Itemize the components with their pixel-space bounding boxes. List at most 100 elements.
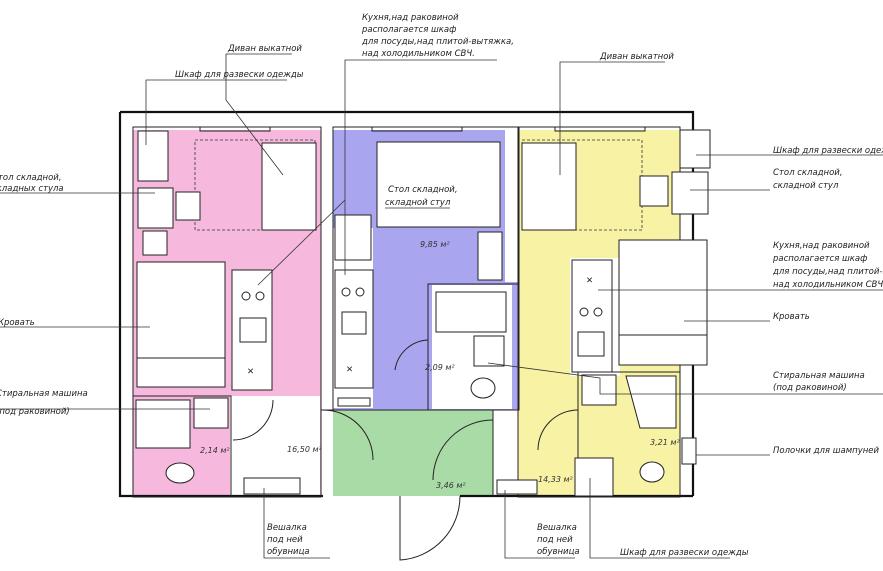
- left-hob-1: [241, 291, 251, 301]
- label-right-table-1: Стол складной,: [773, 168, 843, 178]
- leader-hanger-1: [263, 488, 330, 559]
- left-table: [137, 187, 174, 229]
- middle-washer: [473, 335, 505, 367]
- svg-text:для посуды,над плитой-вытяжка,: для посуды,над плитой-вытяжка,: [772, 267, 883, 277]
- right-table: [671, 171, 709, 215]
- label-left-table-1: Стол складной,: [0, 173, 62, 183]
- leader-middle-kitchen: [344, 59, 497, 275]
- svg-text:обувница: обувница: [537, 547, 580, 557]
- left-bed: [136, 261, 226, 388]
- leader-left-kitchen: [257, 199, 346, 286]
- middle-door-arc: [394, 339, 429, 371]
- middle-sink: [341, 311, 367, 335]
- entry-door: [399, 495, 461, 561]
- area-middle-bath: 2,09 м²: [425, 363, 455, 372]
- right-sofa: [521, 142, 577, 231]
- right-wardrobe: [679, 129, 711, 169]
- left-shoe-rack: [243, 477, 301, 495]
- middle-kitchen: [334, 269, 374, 389]
- middle-fridge-x: ✕: [346, 365, 353, 375]
- right-chair: [639, 175, 669, 207]
- middle-chest: [477, 231, 503, 281]
- middle-radiator: [337, 397, 371, 407]
- outer-wall-top: [120, 110, 695, 496]
- right-shoe-rack: [496, 479, 538, 495]
- leader-left-wardrobe: [145, 79, 287, 145]
- left-chair: [175, 191, 201, 221]
- hall-fill: [333, 410, 493, 496]
- right-toilet: [639, 461, 665, 483]
- left-wardrobe: [137, 130, 169, 182]
- label-right-table-2: складной стул: [773, 181, 839, 191]
- right-door-arc: [537, 409, 579, 451]
- label-middle-table-1: Стол складной,: [388, 185, 458, 195]
- leader-left-sofa: [225, 53, 292, 176]
- label-right-washer-1: Стиральная машина: [773, 371, 865, 381]
- svg-text:Кухня,над раковиной: Кухня,над раковиной: [773, 241, 870, 251]
- label-hanger-2: Вешалка под ней обувница: [537, 523, 580, 557]
- svg-text:над холодильником СВЧ.: над холодильником СВЧ.: [773, 280, 883, 290]
- right-wardrobe-bottom: [574, 457, 614, 497]
- hall-door-right: [432, 419, 494, 481]
- label-right-wardrobe-bottom: Шкаф для развески одежды: [620, 548, 749, 558]
- hall-door-left: [322, 409, 374, 461]
- left-door-arc: [232, 399, 274, 441]
- middle-toilet: [470, 377, 496, 399]
- svg-text:обувница: обувница: [267, 547, 310, 557]
- label-right-bed: Кровать: [773, 312, 810, 322]
- label-right-wardrobe: Шкаф для развески одежды: [773, 146, 883, 156]
- label-left-washer-1: Стиральная машина: [0, 389, 88, 399]
- area-right-room: 14,33 м²: [538, 475, 573, 484]
- leader-right-washer: [487, 362, 883, 395]
- svg-text:под ней: под ней: [537, 535, 573, 545]
- svg-text:для посуды,над плитой-вытяжка,: для посуды,над плитой-вытяжка,: [361, 37, 514, 47]
- hall-outline: [321, 409, 494, 497]
- right-bathtub: [625, 375, 677, 429]
- label-right-sofa: Диван выкатной: [599, 52, 674, 62]
- svg-text:располагается шкаф: располагается шкаф: [772, 254, 867, 264]
- left-sink: [239, 317, 267, 343]
- window-right: [554, 126, 646, 132]
- area-right-bath: 3,21 м²: [650, 438, 680, 447]
- label-middle-kitchen: Кухня,над раковиной располагается шкаф д…: [361, 13, 514, 59]
- label-shelves: Полочки для шампуней: [773, 446, 880, 456]
- window-left: [199, 126, 271, 132]
- middle-sofa: [376, 141, 501, 228]
- label-left-washer-2: (под раковиной): [0, 407, 70, 417]
- outer-wall-left: [118, 112, 323, 498]
- right-shelves: [681, 437, 697, 465]
- label-middle-table-2: складной стул: [385, 198, 451, 208]
- left-bathtub: [135, 399, 191, 449]
- right-sink: [577, 331, 605, 357]
- area-left-room: 16,50 м²: [287, 445, 322, 454]
- label-left-table-2: складных стула: [0, 184, 64, 194]
- left-washer: [193, 397, 229, 429]
- middle-hob-1: [341, 287, 351, 297]
- label-hanger-1: Вешалка под ней обувница: [267, 523, 310, 557]
- label-left-wardrobe: Шкаф для развески одежды: [175, 70, 304, 80]
- left-fridge-x: ✕: [247, 367, 254, 377]
- leader-right-sofa: [559, 61, 665, 175]
- right-kitchen: [571, 259, 613, 373]
- leader-right-wardrobe-bottom: [589, 478, 730, 559]
- middle-hob-2: [355, 287, 365, 297]
- middle-bath-wall: [427, 283, 518, 410]
- middle-bathtub: [435, 291, 507, 333]
- left-kitchen: [231, 269, 273, 391]
- area-left-bath: 2,14 м²: [200, 446, 230, 455]
- svg-text:располагается шкаф: располагается шкаф: [361, 25, 456, 35]
- svg-text:Вешалка: Вешалка: [537, 523, 577, 533]
- label-right-washer-2: (под раковиной): [773, 383, 847, 393]
- left-bath-wall: [133, 395, 232, 497]
- right-washer: [581, 374, 617, 406]
- right-fridge-x: ✕: [586, 276, 593, 286]
- area-middle-room: 9,85 м²: [420, 240, 450, 249]
- label-left-sofa: Диван выкатной: [227, 44, 302, 54]
- label-right-kitchen: Кухня,над раковиной располагается шкаф д…: [772, 241, 883, 290]
- label-left-bed: Кровать: [0, 318, 35, 328]
- left-chair-2: [142, 230, 168, 256]
- area-hall: 3,46 м²: [436, 481, 466, 490]
- svg-text:Вешалка: Вешалка: [267, 523, 307, 533]
- leader-hanger-2: [504, 490, 575, 559]
